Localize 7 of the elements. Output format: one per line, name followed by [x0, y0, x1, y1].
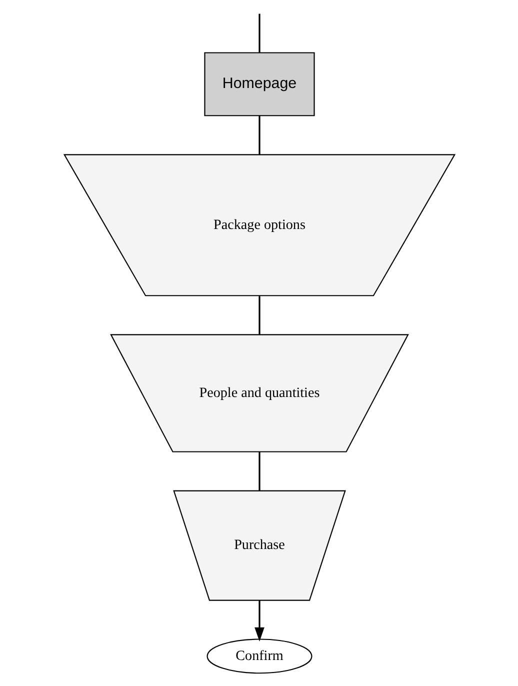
connector — [258, 116, 260, 154]
connector — [258, 14, 260, 52]
arrow — [254, 600, 264, 642]
connector — [258, 452, 260, 491]
node-ellipse: Confirm — [206, 638, 312, 674]
connector — [258, 296, 260, 334]
node-box: Homepage — [204, 52, 314, 116]
